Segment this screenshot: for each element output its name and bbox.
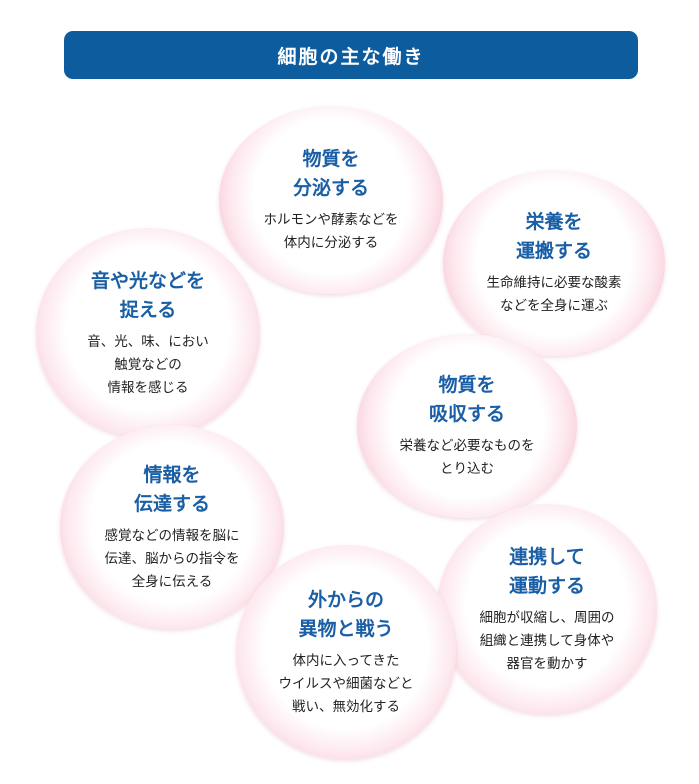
circle-desc-line: 組織と連携して身体や [479, 632, 615, 649]
circle-description: 感覚などの情報を脳に 伝達、脳からの指令を 全身に伝える [105, 525, 240, 594]
circle-desc-line: 体内に分泌する [283, 235, 379, 251]
diagram-title: 細胞の主な働き [277, 45, 425, 68]
circle-move: 連携して 運動する 細胞が収縮し、周囲の 組織と連携して身体や 器官を動かす [437, 504, 657, 714]
circle-title: 栄養を 運搬する [516, 208, 592, 266]
circle-title: 連携して 運動する [509, 543, 585, 601]
circle-description: ホルモンや酵素などを 体内に分泌する [264, 209, 399, 255]
circle-title-line: 栄養を [525, 211, 583, 233]
circle-description: 音、光、味、におい 触覚などの 情報を感じる [87, 331, 209, 400]
circle-transport: 栄養を 運搬する 生命維持に必要な酸素 などを全身に運ぶ [443, 170, 665, 356]
circle-description: 体内に入ってきた ウイルスや細菌などと 戦い、無効化する [279, 650, 414, 719]
circle-title-line: 捉える [119, 298, 177, 321]
circle-desc-line: 感覚などの情報を脳に [104, 527, 240, 544]
circle-secrete: 物質を 分泌する ホルモンや酵素などを 体内に分泌する [219, 106, 443, 294]
circle-desc-line: 生命維持に必要な酸素 [486, 275, 622, 291]
circle-title-line: 物質を [302, 148, 360, 170]
circle-desc-line: 音、光、味、におい [87, 333, 209, 350]
circle-absorb: 物質を 吸収する 栄養など必要なものを とり込む [357, 334, 577, 518]
circle-title-line: 連携して [509, 545, 585, 568]
circle-title-line: 音や光などを [90, 269, 205, 292]
circle-sense: 音や光などを 捉える 音、光、味、におい 触覚などの 情報を感じる [36, 228, 260, 438]
circle-desc-line: 全身に伝える [131, 573, 213, 590]
circle-desc-line: 触覚などの [114, 356, 182, 373]
circle-title: 物質を 吸収する [429, 371, 505, 429]
circle-title-line: 運動する [508, 574, 585, 597]
circle-title: 物質を 分泌する [293, 145, 369, 203]
circle-title-line: 物質を [438, 374, 496, 396]
circle-title: 音や光などを 捉える [91, 267, 205, 325]
circle-fight: 外からの 異物と戦う 体内に入ってきた ウイルスや細菌などと 戦い、無効化する [236, 545, 456, 759]
circle-title-line: 分泌する [292, 177, 369, 199]
circle-desc-line: 細胞が収縮し、周囲の [479, 609, 615, 626]
circle-title-line: 伝達する [133, 492, 210, 515]
circle-title-line: 運搬する [515, 240, 592, 262]
circle-description: 細胞が収縮し、周囲の 組織と連携して身体や 器官を動かす [480, 607, 615, 676]
circle-desc-line: ウイルスや細菌などと [278, 675, 414, 692]
circle-desc-line: とり込む [440, 461, 494, 477]
circle-title-line: 外からの [307, 588, 384, 611]
circle-desc-line: 戦い、無効化する [292, 698, 400, 715]
circle-description: 生命維持に必要な酸素 などを全身に運ぶ [487, 272, 622, 318]
circle-desc-line: などを全身に運ぶ [500, 298, 608, 314]
circle-desc-line: ホルモンや酵素などを [263, 212, 399, 228]
circle-title: 外からの 異物と戦う [298, 586, 393, 644]
circle-description: 栄養など必要なものを とり込む [400, 435, 535, 481]
circle-desc-line: 器官を動かす [506, 655, 588, 672]
circle-title: 情報を 伝達する [134, 461, 210, 519]
circle-desc-line: 栄養など必要なものを [399, 438, 535, 454]
circle-desc-line: 体内に入ってきた [292, 652, 400, 669]
title-bar: 細胞の主な働き [64, 31, 638, 79]
circle-transmit: 情報を 伝達する 感覚などの情報を脳に 伝達、脳からの指令を 全身に伝える [60, 425, 284, 629]
circle-desc-line: 情報を感じる [107, 379, 189, 396]
circle-desc-line: 伝達、脳からの指令を [104, 550, 240, 567]
circle-title-line: 吸収する [428, 403, 505, 425]
circle-title-line: 情報を [143, 463, 201, 486]
circle-title-line: 異物と戦う [298, 617, 394, 640]
